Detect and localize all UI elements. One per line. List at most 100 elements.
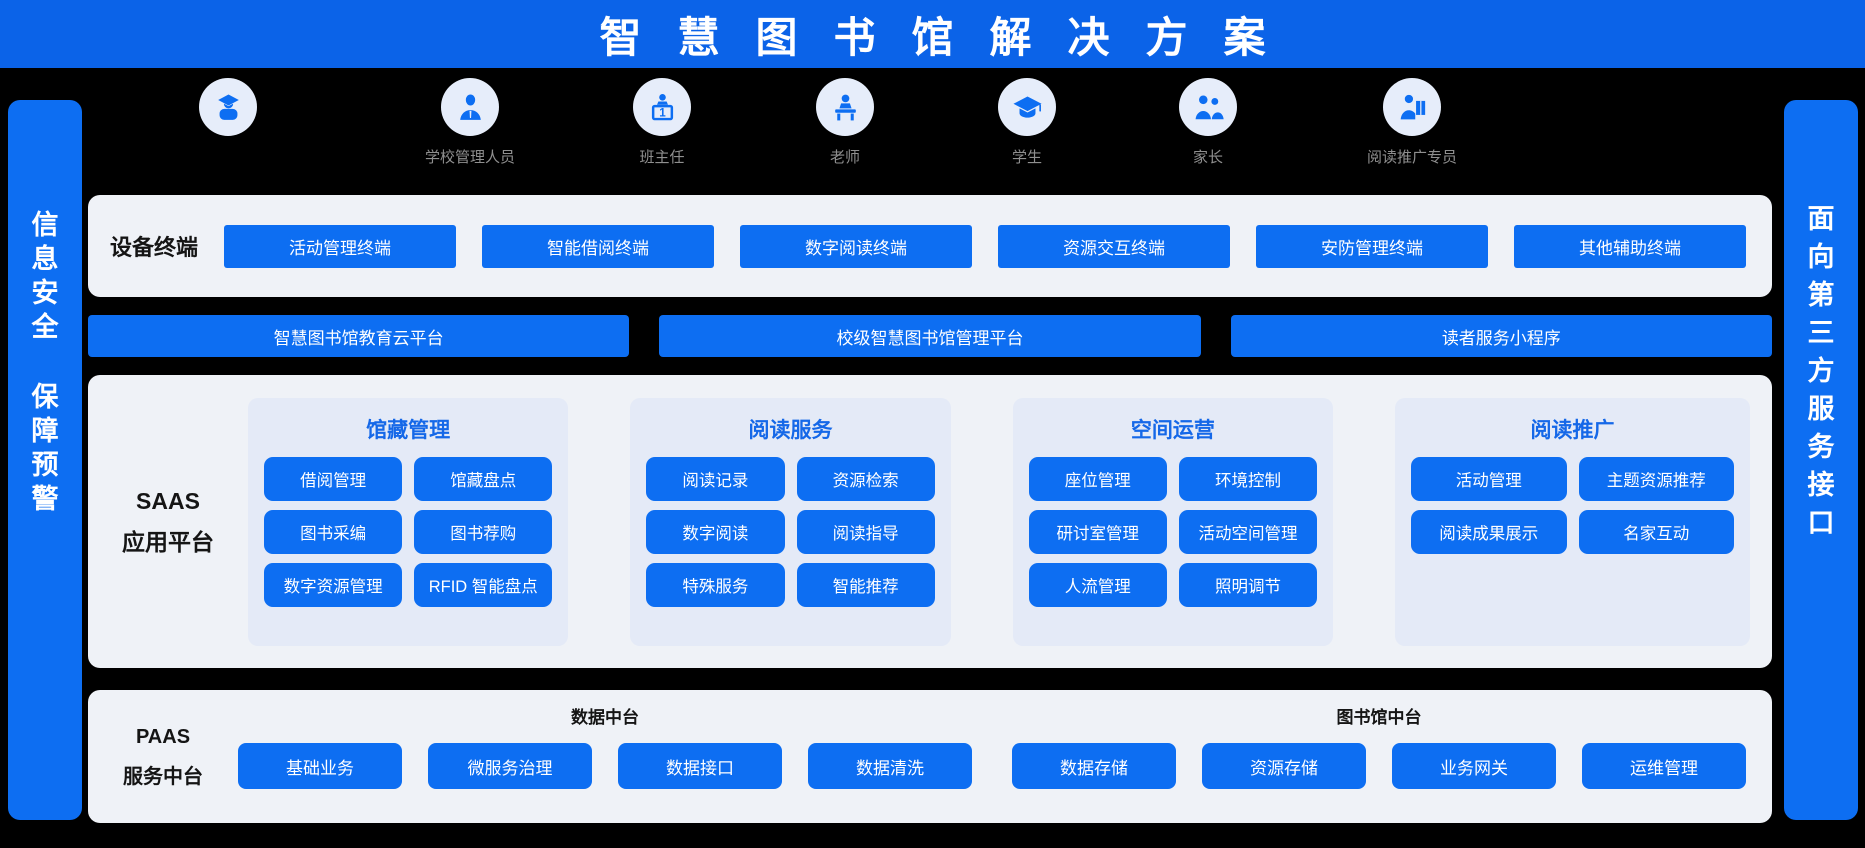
device-terminal-button[interactable]: 数字阅读终端 — [740, 224, 973, 268]
sidebar-char: 务 — [1807, 432, 1835, 462]
saas-group-grid: 阅读记录资源检索数字阅读阅读指导特殊服务智能推荐 — [646, 457, 935, 607]
saas-feature-button[interactable]: 阅读记录 — [646, 457, 785, 501]
paas-service-button[interactable]: 数据接口 — [618, 743, 782, 789]
saas-feature-button[interactable]: 馆藏盘点 — [414, 457, 553, 501]
role-item: 阅读推广专员 — [1366, 78, 1458, 166]
paas-service-button[interactable]: 业务网关 — [1392, 743, 1556, 789]
device-terminal-button[interactable]: 资源交互终端 — [998, 224, 1231, 268]
role-label: 家长 — [1192, 149, 1223, 166]
saas-feature-button[interactable]: 特殊服务 — [646, 563, 785, 607]
saas-group: 阅读推广活动管理主题资源推荐阅读成果展示名家互动 — [1395, 398, 1750, 646]
sidebar-char: 口 — [1807, 508, 1835, 538]
platform-bar[interactable]: 读者服务小程序 — [1230, 315, 1772, 357]
role-item: 1 班主任 — [633, 78, 691, 166]
saas-group: 空间运营座位管理环境控制研讨室管理活动空间管理人流管理照明调节 — [1012, 398, 1334, 646]
saas-feature-button[interactable]: 研讨室管理 — [1028, 510, 1167, 554]
saas-feature-button[interactable]: 照明调节 — [1178, 563, 1318, 607]
role-label: 班主任 — [639, 149, 685, 166]
role-label: 学校管理人员 — [424, 149, 516, 166]
saas-group-grid: 座位管理环境控制研讨室管理活动空间管理人流管理照明调节 — [1028, 457, 1318, 607]
graduate-icon — [199, 78, 257, 136]
saas-group-title: 阅读推广 — [1530, 419, 1615, 442]
saas-feature-button[interactable]: 座位管理 — [1028, 457, 1167, 501]
paas-service-button[interactable]: 微服务治理 — [428, 743, 592, 789]
promoter-icon — [1382, 78, 1441, 136]
saas-feature-button[interactable]: 人流管理 — [1028, 563, 1167, 607]
svg-text:1: 1 — [659, 106, 666, 119]
saas-feature-button[interactable]: 阅读成果展示 — [1411, 510, 1567, 554]
admin-icon — [440, 78, 499, 136]
sidebar-char: 接 — [1807, 470, 1835, 500]
saas-group-grid: 活动管理主题资源推荐阅读成果展示名家互动 — [1411, 457, 1734, 554]
saas-feature-button[interactable]: 图书荐购 — [414, 510, 553, 554]
saas-feature-button[interactable]: 环境控制 — [1178, 457, 1318, 501]
sidebar-char: 障 — [31, 416, 59, 446]
sidebar-char: 信 — [31, 210, 59, 240]
sidebar-char: 预 — [31, 450, 59, 480]
device-terminal-button[interactable]: 活动管理终端 — [224, 224, 457, 268]
saas-feature-button[interactable]: 资源检索 — [796, 457, 935, 501]
saas-group-title: 馆藏管理 — [366, 419, 451, 442]
device-buttons-row: 活动管理终端智能借阅终端数字阅读终端资源交互终端安防管理终端其他辅助终端 — [224, 224, 1747, 268]
sidebar-char: 服 — [1807, 394, 1835, 424]
saas-feature-button[interactable]: 数字阅读 — [646, 510, 785, 554]
head-teacher-icon: 1 — [633, 78, 691, 136]
saas-feature-button[interactable]: 图书采编 — [264, 510, 403, 554]
paas-section: 数据中台基础业务微服务治理数据接口数据清洗 — [238, 703, 972, 789]
role-item: 学校管理人员 — [424, 78, 516, 166]
paas-buttons-row: 基础业务微服务治理数据接口数据清洗 — [238, 743, 972, 789]
paas-label-line1: PAAS — [135, 725, 191, 748]
device-terminal-button[interactable]: 安防管理终端 — [1256, 224, 1489, 268]
paas-section: 图书馆中台数据存储资源存储业务网关运维管理 — [1012, 703, 1746, 789]
paas-service-button[interactable]: 运维管理 — [1582, 743, 1746, 789]
role-label: 阅读推广专员 — [1366, 149, 1458, 166]
sidebar-char: 安 — [31, 278, 59, 308]
role-label: 学生 — [1011, 149, 1042, 166]
paas-sections: 数据中台基础业务微服务治理数据接口数据清洗图书馆中台数据存储资源存储业务网关运维… — [238, 703, 1746, 789]
device-terminal-panel: 设备终端 活动管理终端智能借阅终端数字阅读终端资源交互终端安防管理终端其他辅助终… — [88, 195, 1772, 297]
paas-service-button[interactable]: 数据清洗 — [808, 743, 972, 789]
saas-feature-button[interactable]: 名家互动 — [1578, 510, 1734, 554]
sidebar-char: 全 — [31, 312, 59, 342]
saas-feature-button[interactable]: 数字资源管理 — [264, 563, 403, 607]
saas-feature-button[interactable]: 活动空间管理 — [1178, 510, 1318, 554]
platform-bar[interactable]: 智慧图书馆教育云平台 — [88, 315, 630, 357]
sidebar-char: 息 — [31, 244, 59, 274]
sidebar-char: 方 — [1807, 356, 1835, 386]
sidebar-char: 警 — [31, 484, 59, 514]
saas-group-title: 空间运营 — [1130, 419, 1215, 442]
role-item — [199, 78, 257, 164]
title-banner: 智慧图书馆解决方案 — [0, 0, 1865, 68]
sidebar-char: 保 — [31, 382, 59, 412]
teacher-icon — [816, 78, 874, 136]
saas-feature-button[interactable]: 智能推荐 — [796, 563, 935, 607]
saas-feature-button[interactable]: 主题资源推荐 — [1578, 457, 1734, 501]
saas-feature-button[interactable]: 活动管理 — [1411, 457, 1567, 501]
saas-panel-label: SAAS 应用平台 — [88, 375, 248, 668]
sidebar-char: 向 — [1807, 242, 1835, 272]
paas-section-title: 图书馆中台 — [1336, 708, 1422, 727]
platform-bar[interactable]: 校级智慧图书馆管理平台 — [659, 315, 1201, 357]
saas-feature-button[interactable]: RFID 智能盘点 — [414, 563, 553, 607]
paas-panel: PAAS 服务中台 数据中台基础业务微服务治理数据接口数据清洗图书馆中台数据存储… — [88, 690, 1772, 823]
paas-service-button[interactable]: 资源存储 — [1202, 743, 1366, 789]
device-terminal-button[interactable]: 智能借阅终端 — [482, 224, 715, 268]
paas-panel-label: PAAS 服务中台 — [88, 690, 238, 823]
right-sidebar-third-party-api: 面向第三方服务接口 — [1784, 100, 1858, 820]
paas-service-button[interactable]: 数据存储 — [1012, 743, 1176, 789]
device-terminal-button[interactable]: 其他辅助终端 — [1514, 224, 1747, 268]
page-title: 智慧图书馆解决方案 — [599, 13, 1302, 61]
paas-section-title: 数据中台 — [571, 708, 639, 727]
role-item: 家长 — [1179, 78, 1237, 166]
paas-service-button[interactable]: 基础业务 — [238, 743, 402, 789]
saas-feature-button[interactable]: 借阅管理 — [264, 457, 403, 501]
left-sidebar-info-security: 信息安全保障预警 — [8, 100, 82, 820]
saas-feature-button[interactable]: 阅读指导 — [796, 510, 935, 554]
saas-label-line1: SAAS — [136, 488, 200, 515]
role-item: 老师 — [816, 78, 874, 166]
saas-group-title: 阅读服务 — [748, 419, 833, 442]
